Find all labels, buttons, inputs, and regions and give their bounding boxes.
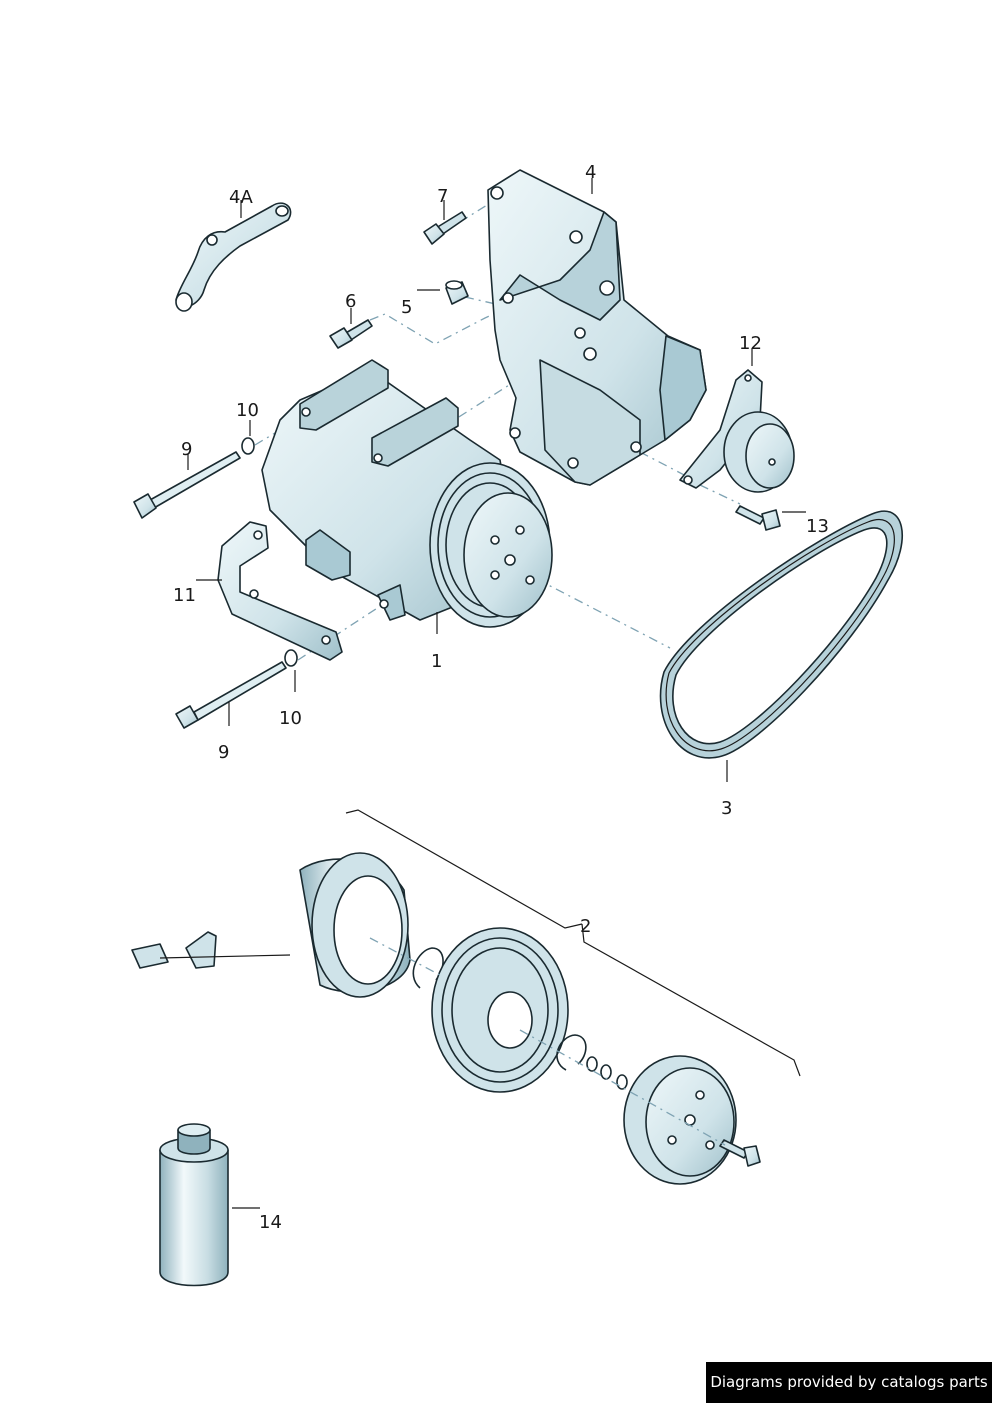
callout-4a: 4A [229,187,253,208]
callout-11: 11 [173,585,196,606]
callout-13: 13 [806,516,829,537]
leader-lines [187,178,806,1209]
callout-9-upper: 9 [181,439,192,460]
callout-3: 3 [721,798,732,819]
compressor-part-1 [261,359,553,628]
callout-6: 6 [345,291,356,312]
callout-10-lower: 10 [279,708,302,729]
bolt-part-6 [329,319,373,349]
bolt-part-9-upper [133,451,241,519]
support-bracket-part-11 [217,521,343,661]
bolt-part-13 [735,505,781,531]
callout-labels: 4 4A 7 5 6 12 10 9 13 11 1 10 9 3 2 14 [173,162,829,1233]
sleeve-part-5 [445,280,469,305]
credit-banner: Diagrams provided by catalogs parts [706,1362,992,1403]
washer-part-10-lower [284,649,298,667]
callout-5: 5 [401,297,412,318]
bracket-arm-part-4a [175,202,292,312]
tensioner-part-12 [679,369,795,493]
callout-10-upper: 10 [236,400,259,421]
clutch-assembly-part-2 [131,852,761,1185]
callout-9-lower: 9 [218,742,229,763]
callout-2: 2 [580,916,591,937]
callout-1: 1 [431,651,442,672]
bolt-part-9-lower [175,661,287,729]
callout-4: 4 [585,162,596,183]
mounting-bracket-part-4 [487,169,707,486]
bolt-part-7 [423,211,467,245]
belt-part-3 [659,510,904,759]
washer-part-10-upper [241,437,255,455]
callout-12: 12 [739,333,762,354]
callout-7: 7 [437,186,448,207]
callout-14: 14 [259,1212,282,1233]
oil-can-part-14 [159,1123,229,1287]
